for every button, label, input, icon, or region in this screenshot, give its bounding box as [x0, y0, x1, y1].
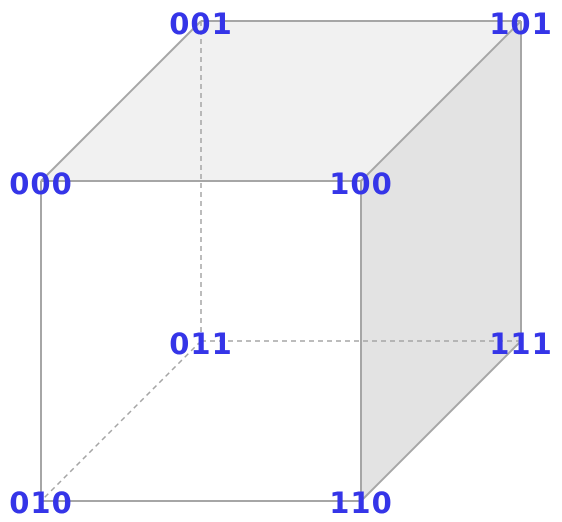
edge-110-111 — [360, 340, 522, 502]
vertex-label-101: 101 — [489, 7, 553, 41]
vertex-label-100: 100 — [329, 167, 393, 201]
vertex-label-111: 111 — [489, 327, 553, 361]
edge-100-101 — [360, 20, 522, 182]
vertex-label-001: 001 — [169, 7, 233, 41]
vertex-label-000: 000 — [9, 167, 73, 201]
vertex-label-011: 011 — [169, 327, 233, 361]
hidden-edge-011-010 — [40, 340, 202, 502]
edge-000-001 — [40, 20, 202, 182]
vertex-label-010: 010 — [9, 486, 73, 520]
vertex-label-110: 110 — [329, 486, 393, 520]
